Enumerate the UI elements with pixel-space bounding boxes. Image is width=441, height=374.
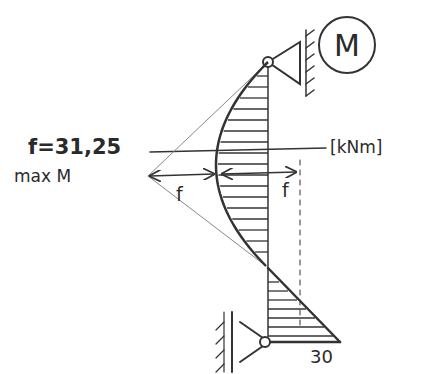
roller-plane bbox=[223, 312, 224, 372]
tangent-line bbox=[148, 176, 266, 266]
dimension-symbol: f bbox=[282, 180, 289, 201]
roller-hatch bbox=[216, 322, 224, 372]
roller-plane bbox=[231, 312, 233, 372]
member-axis bbox=[267, 67, 269, 337]
label-circle: M bbox=[318, 16, 376, 74]
dimension-value: f=31,25 bbox=[28, 136, 121, 159]
dimension-symbol: f bbox=[176, 184, 183, 205]
support-hatch bbox=[306, 30, 314, 96]
roller-link bbox=[240, 322, 263, 338]
moment-value: 30 bbox=[310, 347, 333, 367]
max-label: max M bbox=[14, 167, 71, 186]
member-bottom bbox=[268, 341, 340, 344]
hinge bbox=[260, 337, 270, 347]
moment-parabola bbox=[216, 62, 268, 266]
dimension-arrow bbox=[150, 172, 296, 176]
moment-line bbox=[268, 268, 340, 342]
roller-link bbox=[240, 346, 263, 362]
moment-hatch bbox=[218, 76, 333, 336]
diagram-symbol: M bbox=[334, 28, 360, 63]
reference-line bbox=[300, 160, 301, 330]
unit-label: [kNm] bbox=[330, 138, 382, 157]
